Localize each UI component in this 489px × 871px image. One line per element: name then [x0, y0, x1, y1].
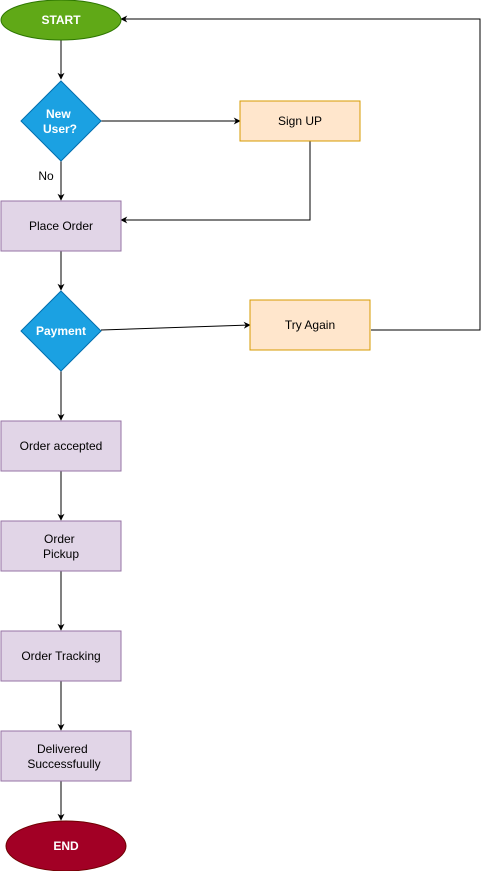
sign-up-label: Sign UP: [278, 114, 322, 128]
new-user-shape: [20, 80, 102, 162]
edge-payment-to-try-again: [100, 321, 251, 331]
sign-up-node[interactable]: Sign UP: [239, 100, 361, 142]
order-pickup-shape: [0, 520, 122, 572]
place-order-shape: [0, 200, 122, 252]
order-pickup-label-line-1: Order: [44, 532, 75, 546]
order-accepted-label: Order accepted: [20, 439, 103, 453]
edges: [57, 15, 481, 821]
svg-text:Delivered Successfuully: Delivered Successfuully: [27, 742, 100, 771]
place-order-label: Place Order: [29, 219, 93, 233]
place-order-node[interactable]: Place Order: [0, 200, 122, 252]
start-shape: [0, 0, 122, 41]
edge-label-no: No: [38, 169, 54, 183]
new-user-label-line-2: User?: [43, 122, 77, 136]
try-again-shape: [249, 299, 371, 351]
order-tracking-shape: [0, 630, 122, 682]
order-pickup-label-line-2: Pickup: [43, 547, 79, 561]
sign-up-shape: [239, 100, 361, 142]
order-accepted-shape: [0, 420, 122, 472]
end-shape: [5, 820, 127, 871]
order-accepted-node[interactable]: Order accepted: [0, 420, 122, 472]
svg-text:New User?: New User?: [43, 107, 77, 136]
order-pickup-node[interactable]: Order Pickup: [0, 520, 122, 572]
start-label: START: [41, 13, 81, 27]
delivered-label-line-1: Delivered: [37, 742, 88, 756]
try-again-node[interactable]: Try Again: [249, 299, 371, 351]
end-node[interactable]: END: [5, 820, 127, 871]
delivered-shape: [0, 730, 132, 782]
delivered-label-line-2: Successfuully: [27, 757, 100, 771]
start-node[interactable]: START: [0, 0, 122, 41]
payment-label: Payment: [36, 324, 86, 338]
end-label: END: [53, 839, 79, 853]
edge-try-again-to-start: [120, 15, 481, 331]
svg-text:Order Pickup: Order Pickup: [43, 532, 79, 561]
order-tracking-node[interactable]: Order Tracking: [0, 630, 122, 682]
payment-shape: [20, 290, 102, 372]
payment-decision[interactable]: Payment: [20, 290, 102, 372]
new-user-decision[interactable]: New User?: [20, 80, 102, 162]
edge-sign-up-to-place-order: [120, 141, 311, 224]
delivered-node[interactable]: Delivered Successfuully: [0, 730, 132, 782]
try-again-label: Try Again: [285, 318, 335, 332]
order-tracking-label: Order Tracking: [21, 649, 100, 663]
new-user-label-line-1: New: [46, 107, 71, 121]
